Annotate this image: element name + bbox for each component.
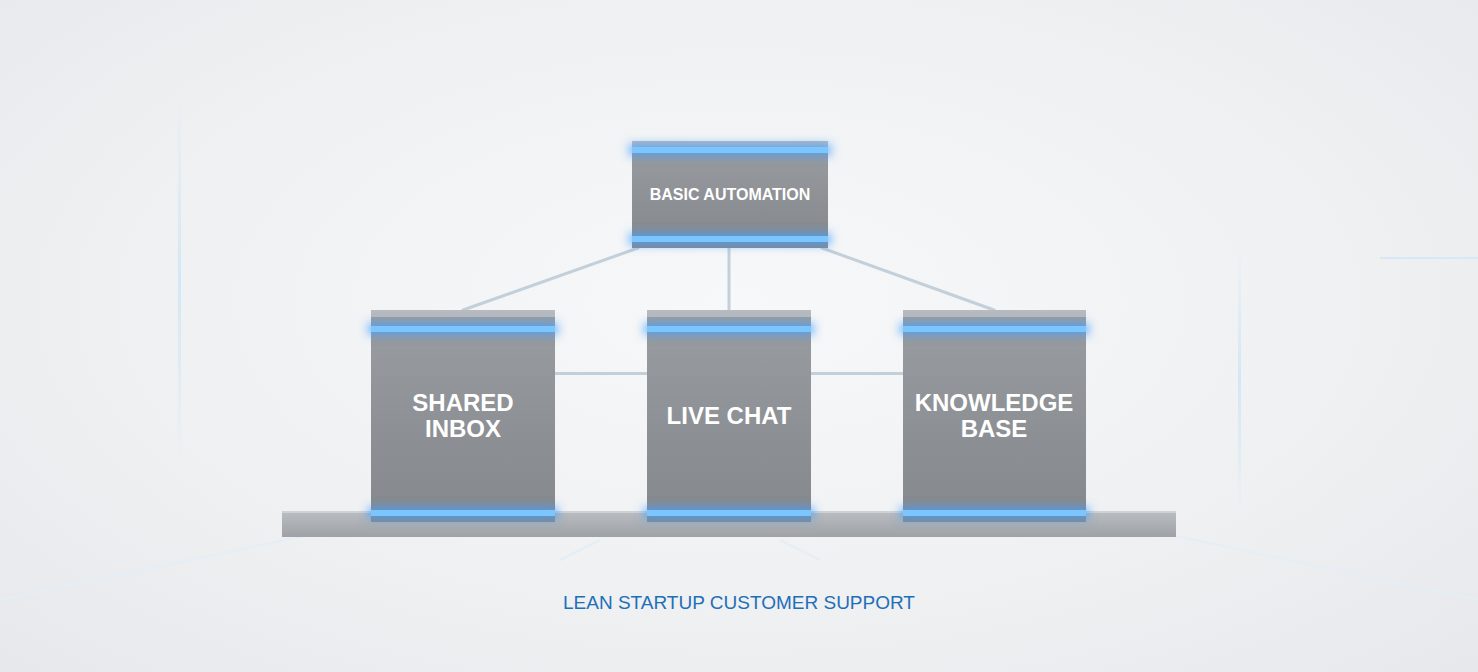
light-line: [1380, 257, 1478, 259]
glow-band: [632, 236, 828, 242]
block-label: SHARED INBOX: [379, 390, 547, 442]
light-rod: [178, 100, 181, 460]
glow-band: [371, 326, 555, 332]
connector-rod: [811, 372, 903, 375]
glow-band: [371, 510, 555, 516]
connector-rod: [555, 372, 647, 375]
block-top: [903, 310, 1086, 317]
feature-block: SHARED INBOX: [371, 310, 555, 522]
block-top: [647, 310, 811, 317]
block-label: LIVE CHAT: [667, 403, 792, 429]
connector-rod: [822, 248, 994, 310]
glow-band: [647, 510, 811, 516]
block-label: KNOWLEDGE BASE: [911, 390, 1077, 442]
glow-band: [903, 510, 1086, 516]
glow-band: [647, 326, 811, 332]
light-rod: [1238, 250, 1241, 510]
connector-rod: [463, 248, 638, 310]
block-label: BASIC AUTOMATION: [650, 186, 811, 203]
connector-rod: [728, 248, 731, 310]
glow-band: [903, 326, 1086, 332]
feature-block: KNOWLEDGE BASE: [903, 310, 1086, 522]
block-top: [371, 310, 555, 317]
automation-block: BASIC AUTOMATION: [632, 141, 828, 248]
glow-band: [632, 147, 828, 153]
feature-block: LIVE CHAT: [647, 310, 811, 522]
caption: LEAN STARTUP CUSTOMER SUPPORT: [0, 592, 1478, 614]
